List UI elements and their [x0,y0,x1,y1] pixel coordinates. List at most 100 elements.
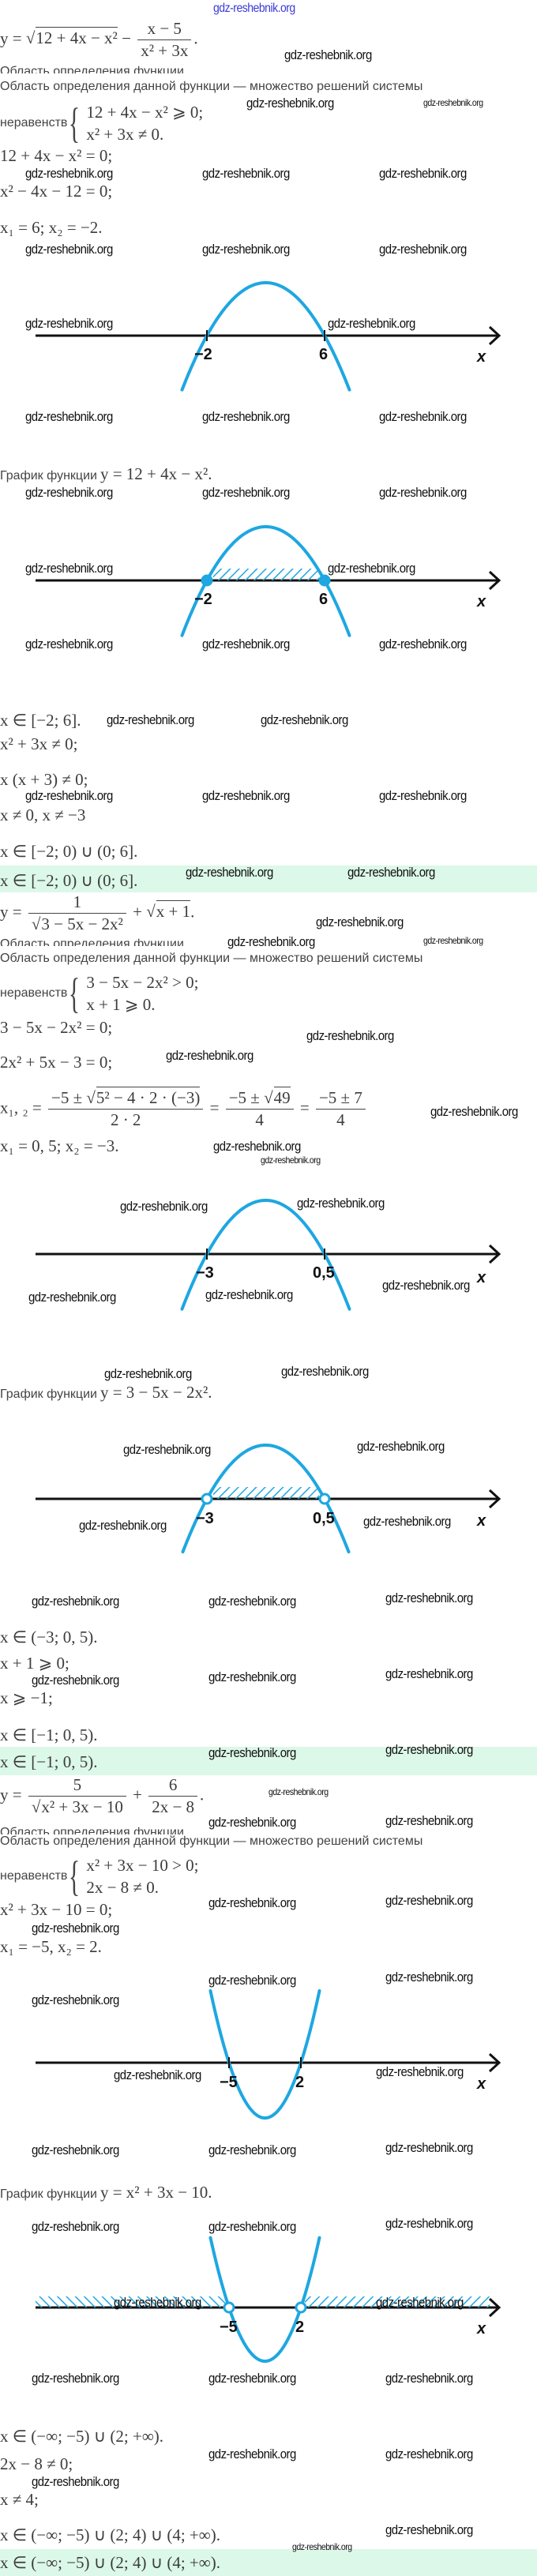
denominator: 4 [336,1110,345,1129]
root-label: 2 [295,2319,304,2336]
root-label: 6 [319,346,328,363]
watermark: gdz-reshebnik.org [208,1895,296,1910]
system-line: 12 + 4x − x² ⩾ 0; [86,103,204,122]
caption-prefix: График функции [0,2187,97,2201]
parabola-graph-5: −5 2 x [36,1989,501,2120]
watermark: gdz-reshebnik.org [114,2295,201,2310]
watermark: gdz-reshebnik.org [208,1669,296,1684]
parabola-graph-2: −2 6 x [36,525,501,637]
watermark: gdz-reshebnik.org [32,2474,119,2489]
system-line: 3 − 5x − 2x² > 0; [86,973,199,992]
numerator: −5 ± 7 [315,1088,366,1110]
denominator: x² + 3x − 10 [28,1796,126,1817]
numerator: −5 ± 49 [225,1087,294,1110]
watermark: gdz-reshebnik.org [385,2216,473,2231]
numerator: −5 ± 5² − 4 · 2 · (−3) [48,1087,204,1110]
step: 3 − 5x − 2x² = 0; [0,1018,113,1037]
watermark: gdz-reshebnik.org [261,712,348,727]
formula-lhs: y = [0,902,22,922]
parabola-curve [180,281,351,392]
watermark: gdz-reshebnik.org [208,2446,296,2461]
step: x ∈ [−1; 0, 5). [0,1725,98,1744]
watermark: gdz-reshebnik.org [261,1155,321,1166]
watermark: gdz-reshebnik.org [227,934,315,949]
domain-heading-2: Область определения функции [0,937,184,946]
filled-point [318,574,331,587]
fraction: 13 − 5x − 2x² [28,892,126,934]
hatched-region [213,569,319,580]
sqrt-radicand: 3 − 5x − 2x² [41,913,123,933]
watermark: gdz-reshebnik.org [385,1970,473,1985]
parabola-curve [208,2236,321,2363]
watermark: gdz-reshebnik.org [25,788,113,803]
open-point [318,1493,331,1505]
watermark: gdz-reshebnik.org [347,865,435,880]
hatched-region [305,2296,490,2308]
sqrt-radicand: x + 1 [156,900,191,922]
answer-band-1 [0,866,537,892]
watermark: gdz-reshebnik.org [379,636,467,652]
inequality-system-1: неравенств { 12 + 4x − x² ⩾ 0;x² + 3x ≠ … [0,101,203,145]
step: x ≠ 4; [0,2490,39,2509]
axis-arrow-icon [488,325,501,346]
axis-label: x [476,348,486,366]
operator: − [122,28,131,48]
watermark: gdz-reshebnik.org [328,316,415,331]
denominator: 2 · 2 [110,1110,141,1129]
system-line: x² + 3x − 10 > 0; [86,1856,199,1875]
watermark: gdz-reshebnik.org [208,1815,296,1830]
function-formula-2: y = 13 − 5x − 2x² + x + 1. [0,892,194,934]
roots: x₁ = 0, 5; x₂ = −3. [0,1136,119,1155]
watermark: gdz-reshebnik.org [208,2371,296,2386]
watermark: gdz-reshebnik.org [281,1364,369,1379]
watermark: gdz-reshebnik.org [25,242,113,257]
watermark: gdz-reshebnik.org [25,485,113,500]
domain-sentence-2: Область определения данной функции — мно… [0,952,423,965]
root-label: 0,5 [313,1264,335,1282]
watermark: gdz-reshebnik.org [32,2219,119,2234]
parabola-curve [208,1989,321,2120]
step: x ∈ (−3; 0, 5). [0,1628,98,1647]
watermark: gdz-reshebnik.org [25,316,113,331]
step: x ∈ (−∞; −5) ∪ (2; 4) ∪ (4; +∞). [0,2525,220,2544]
axis-label: x [476,1269,486,1286]
formula-lhs: y = [0,1785,22,1804]
system-line: x + 1 ⩾ 0. [86,995,156,1014]
sqrt-radicand: 5² − 4 · 2 · (−3) [96,1087,201,1107]
inequality-system-2: неравенств { 3 − 5x − 2x² > 0;x + 1 ⩾ 0. [0,971,199,1016]
watermark: gdz-reshebnik.org [385,1893,473,1908]
answer-2: x ∈ [−1; 0, 5). [0,1752,98,1771]
root-label: −5 [220,2074,238,2091]
period: . [193,28,198,48]
graph-caption-3: График функции y = x² + 3x − 10. [0,2183,212,2202]
fraction: −5 ± 494 [225,1087,294,1130]
watermark: gdz-reshebnik.org [208,1973,296,1988]
answer-band-3 [0,2549,537,2576]
parabola-graph-1: −2 6 x [36,281,501,392]
fraction: −5 ± 5² − 4 · 2 · (−3)2 · 2 [48,1087,204,1130]
watermark: gdz-reshebnik.org [328,561,415,576]
function-formula-1: y = 12 + 4x − x² − x − 5x² + 3x. [0,19,198,61]
operator: + [133,1785,142,1804]
watermark: gdz-reshebnik.org [376,2295,464,2310]
watermark: gdz-reshebnik.org [385,2446,473,2461]
watermark: gdz-reshebnik.org [379,242,467,257]
watermark: gdz-reshebnik.org [306,1028,394,1043]
watermark: gdz-reshebnik.org [208,2219,296,2234]
parabola-graph-6: −5 2 x [36,2236,501,2363]
watermark: gdz-reshebnik.org [25,166,113,181]
open-point [223,2301,235,2314]
watermark: gdz-reshebnik.org [202,409,290,424]
watermark: gdz-reshebnik.org [292,2541,352,2552]
axis-label: x [476,1512,486,1530]
step: x² + 3x ≠ 0; [0,734,78,753]
axis-arrow-icon [488,1244,501,1264]
brace-icon: { [69,970,81,1017]
denominator: 2x − 8 [152,1797,195,1816]
system-line: 2x − 8 ≠ 0. [86,1878,159,1897]
function-formula-3: y = 5x² + 3x − 10 + 62x − 8. [0,1775,204,1817]
brace-icon: { [69,100,81,147]
numerator: x − 5 [137,19,192,40]
fraction: 5x² + 3x − 10 [28,1775,126,1817]
